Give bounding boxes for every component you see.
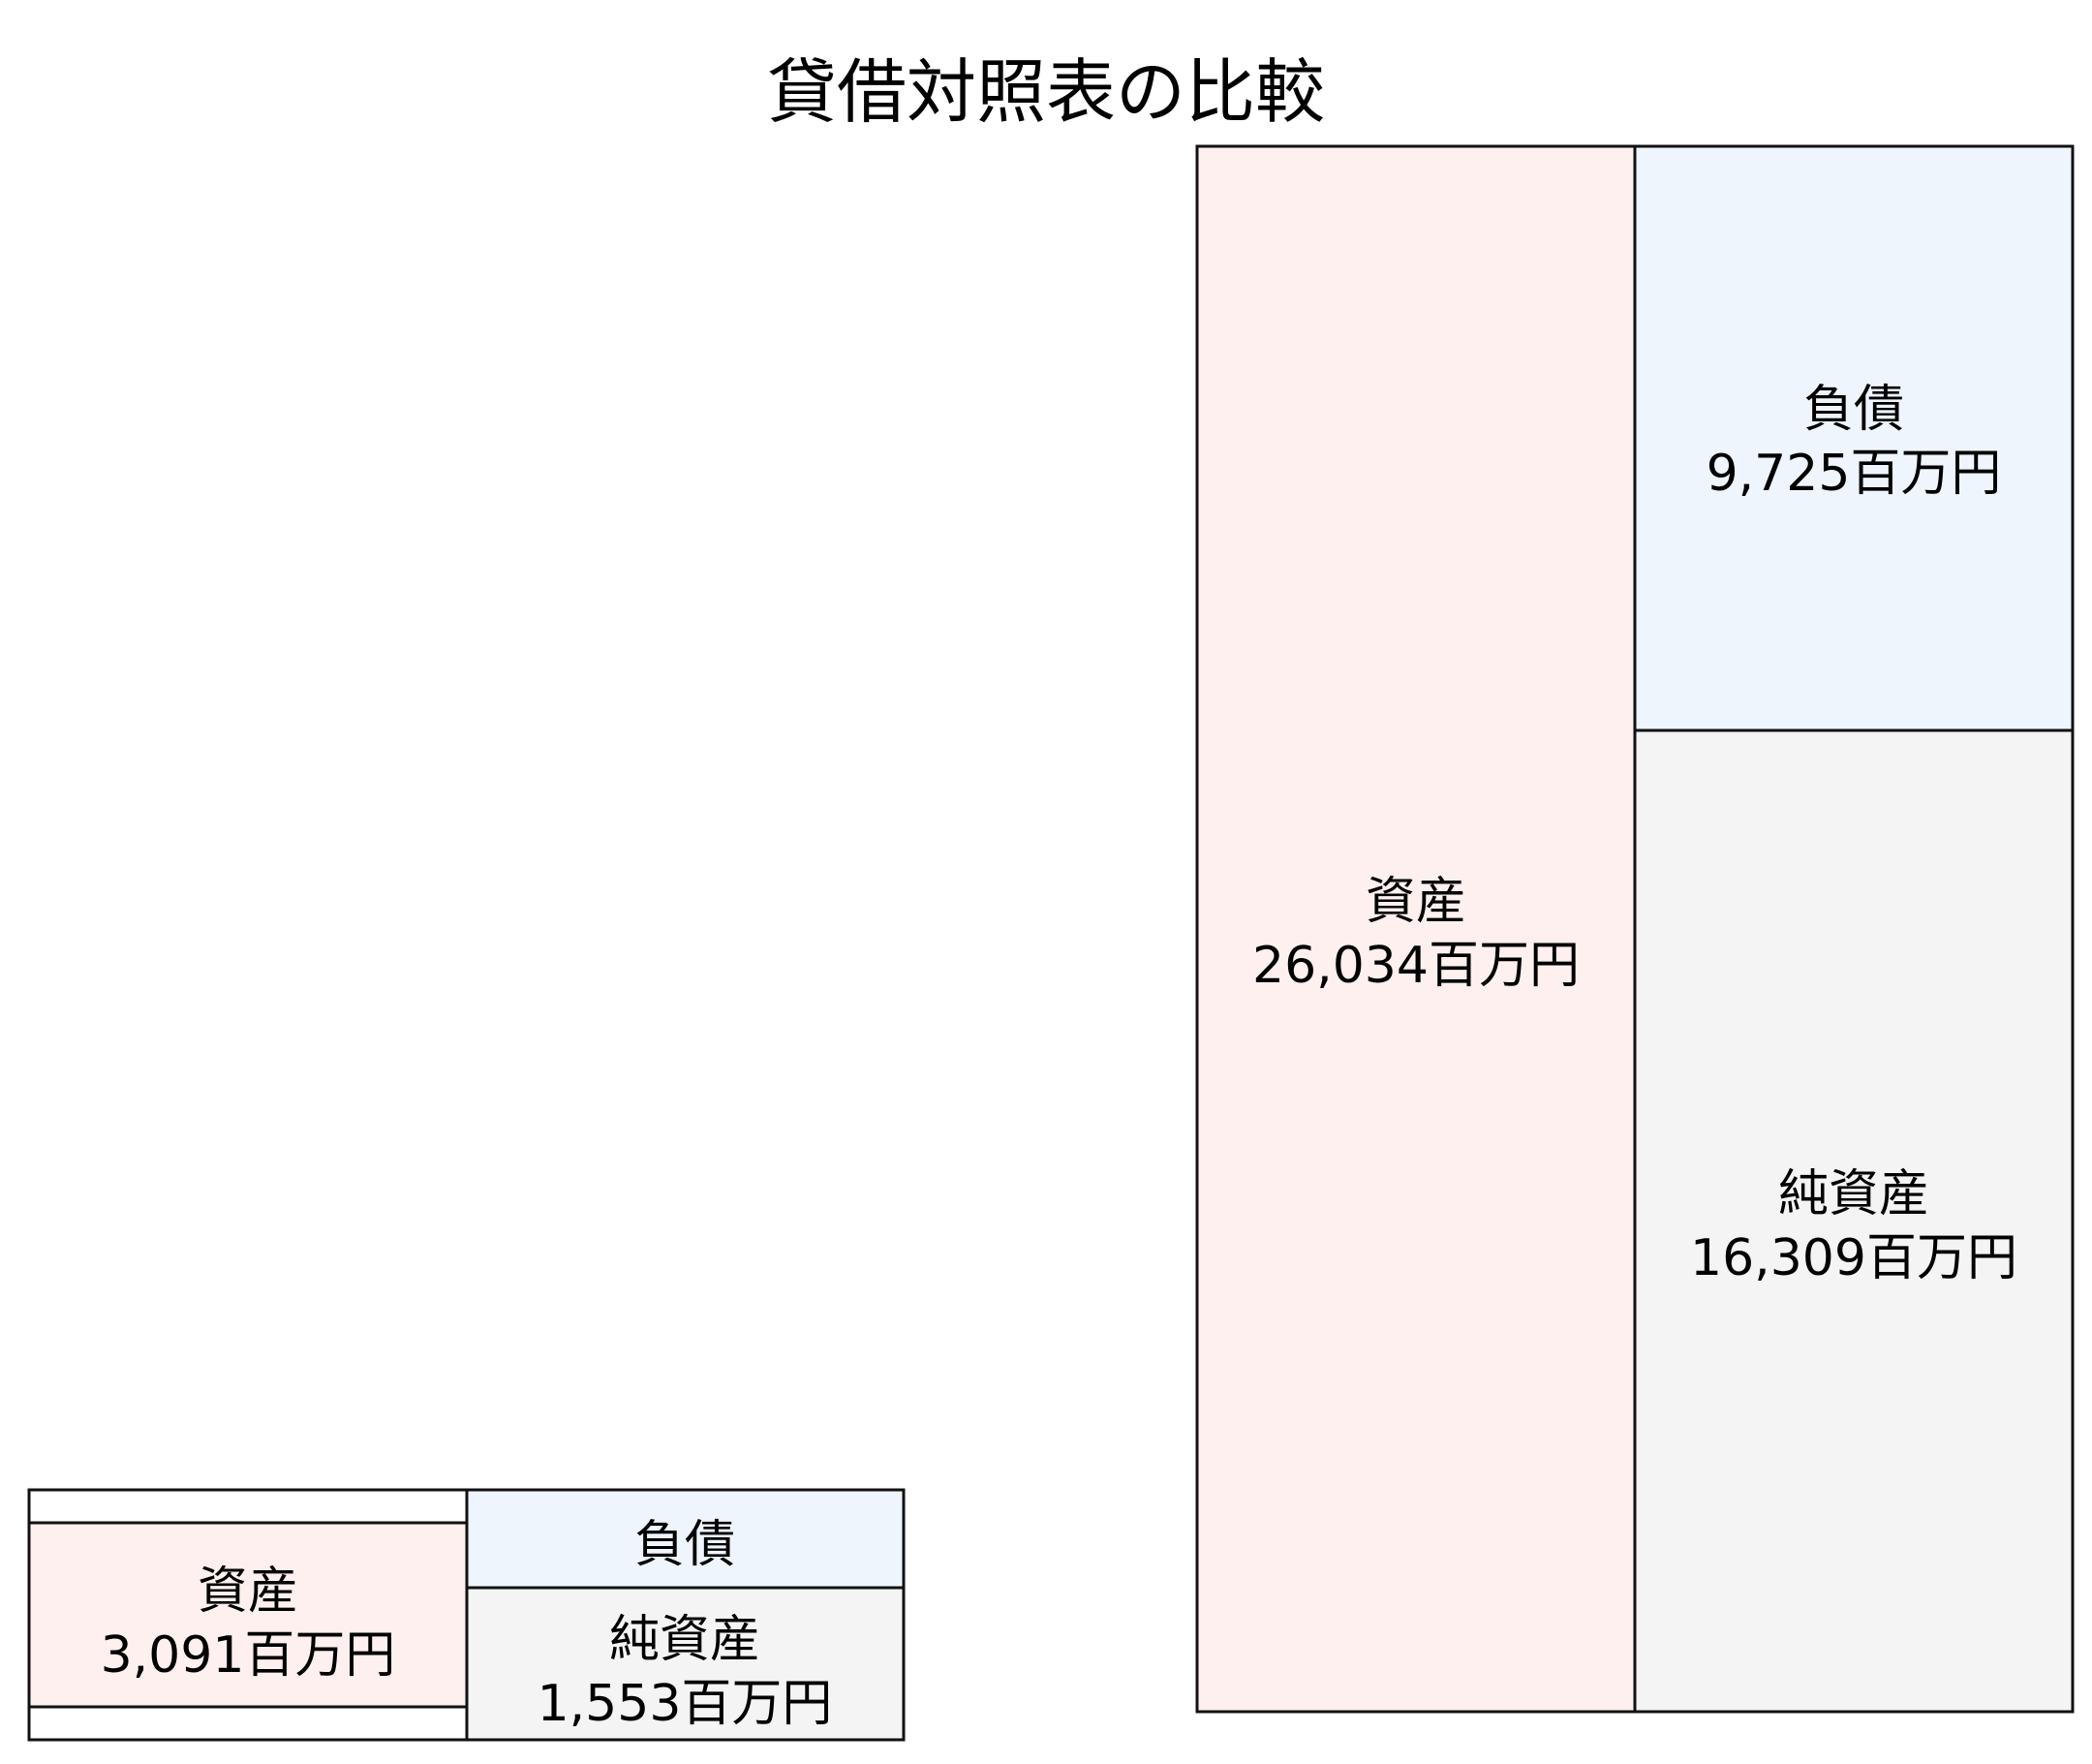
small-assets-box	[27, 1521, 469, 1709]
large-net-assets-label: 純資産	[1778, 1165, 1929, 1223]
small-net-assets-box	[465, 1586, 906, 1742]
balance-sheet-large: 資産 26,034百万円 負債 9,725百万円 純資産 16,309百万円	[1195, 144, 2075, 1714]
small-net-assets-label: 純資産	[609, 1611, 760, 1669]
large-assets-label: 資産	[1366, 873, 1466, 931]
small-assets-value: 3,091百万円	[101, 1626, 396, 1685]
large-assets-value: 26,034百万円	[1252, 937, 1580, 995]
large-liabilities-value: 9,725百万円	[1707, 445, 2002, 503]
large-assets-box	[1195, 144, 1637, 1714]
small-liabilities-label: 負債	[634, 1516, 735, 1574]
large-net-assets-value: 16,309百万円	[1690, 1229, 2017, 1287]
large-liabilities-box	[1633, 144, 2075, 732]
small-net-assets-value: 1,553百万円	[538, 1675, 833, 1733]
large-liabilities-label: 負債	[1803, 381, 1904, 439]
large-net-assets-box	[1633, 728, 2075, 1714]
small-liabilities-box	[465, 1488, 906, 1590]
chart-title: 貸借対照表の比較	[767, 51, 1325, 133]
small-assets-label: 資産	[198, 1563, 298, 1621]
balance-sheet-small: 資産 3,091百万円 負債 純資産 1,553百万円	[27, 1488, 906, 1742]
